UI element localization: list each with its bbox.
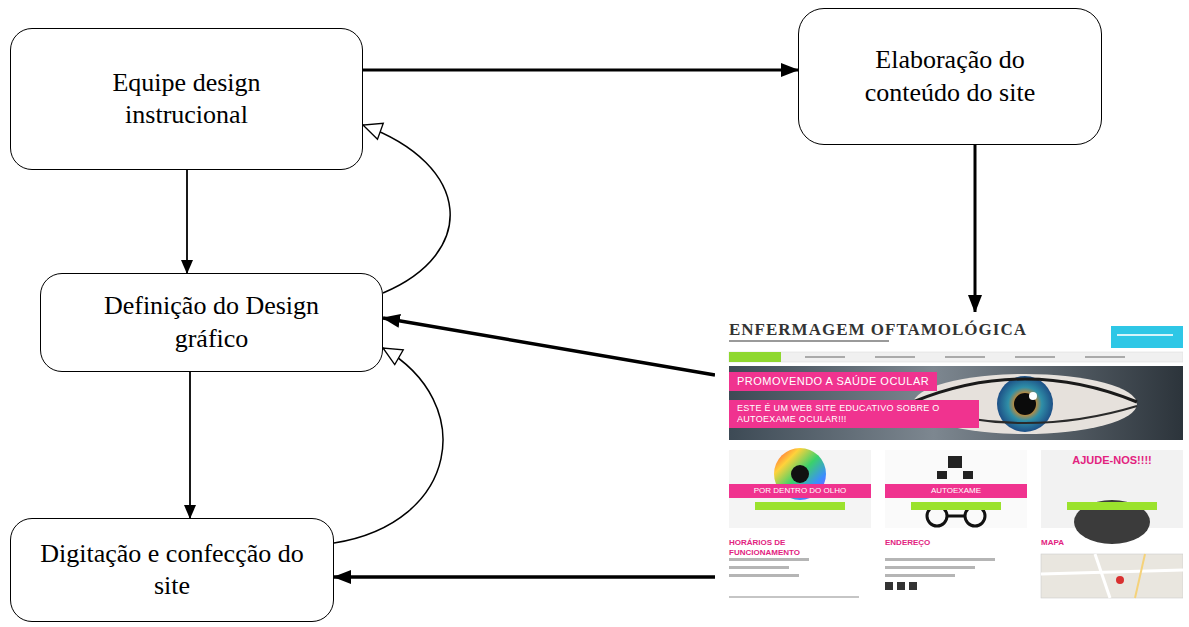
page-ground xyxy=(715,312,1183,602)
screenshot-text: PROMOVENDO A SAÚDE OCULAR xyxy=(729,372,937,391)
flow-arrow xyxy=(363,125,450,293)
screenshot-text: HORÁRIOS DE FUNCIONAMENTO xyxy=(729,538,849,557)
box-label: Equipe design instrucional xyxy=(77,67,297,132)
flow-arrow xyxy=(334,575,715,579)
flow-arrow xyxy=(383,318,715,375)
thumbnail-chart xyxy=(885,450,1027,528)
website-screenshot: ENFERMAGEM OFTAMOLÓGICA PROMOVENDO A SAÚD… xyxy=(715,312,1183,602)
box-label: Digitação e confecção do site xyxy=(35,538,310,603)
box-label: Elaboração do conteúdo do site xyxy=(834,44,1066,109)
nav-bar xyxy=(729,352,1183,362)
flow-arrow xyxy=(186,170,188,273)
process-box: Digitação e confecção do site xyxy=(10,518,334,622)
flow-arrow xyxy=(363,69,798,72)
box-label: Definição do Design gráfico xyxy=(87,290,337,355)
process-box: Equipe design instrucional xyxy=(10,28,363,170)
process-box: Definição do Design gráfico xyxy=(40,273,383,372)
thumbnail-eye xyxy=(729,448,871,528)
screenshot-text: AUTOEXAME xyxy=(885,484,1027,498)
thumbnail-head xyxy=(1041,450,1183,544)
flow-arrow xyxy=(189,372,191,518)
process-box: Elaboração do conteúdo do site xyxy=(798,8,1102,145)
screenshot-text: AJUDE-NOS!!!! xyxy=(1041,454,1183,467)
screenshot-text: ENDEREÇO xyxy=(885,538,1005,548)
flow-arrow xyxy=(974,145,977,312)
screenshot-text: ENFERMAGEM OFTAMOLÓGICA xyxy=(729,320,1089,340)
flow-arrow xyxy=(334,348,443,543)
footer xyxy=(729,554,1183,598)
screenshot-text: MAPA xyxy=(1041,538,1161,548)
screenshot-text: ESTE É UM WEB SITE EDUCATIVO SOBRE O AUT… xyxy=(729,400,979,428)
screenshot-text: POR DENTRO DO OLHO xyxy=(729,484,871,498)
hero-eye xyxy=(729,366,1183,440)
